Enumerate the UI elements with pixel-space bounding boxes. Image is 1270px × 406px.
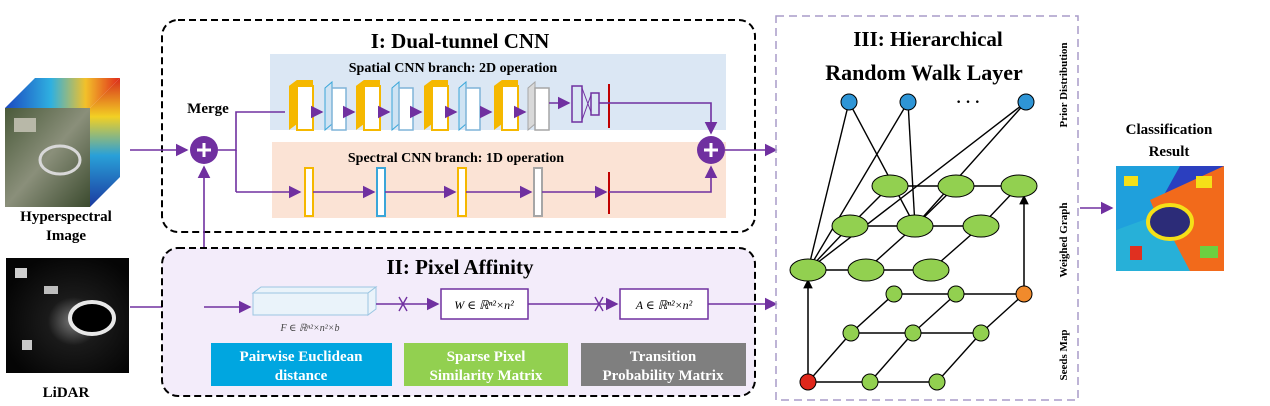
feature-tensor-f (251, 286, 378, 316)
sparse-line1: Sparse Pixel (447, 349, 526, 365)
seed-node (947, 285, 965, 303)
label-seeds-map: Seeds Map (1058, 329, 1070, 380)
matrix-a-box (619, 288, 709, 320)
conv1d-1 (304, 167, 314, 217)
pairwise-line1: Pairwise Euclidean (240, 349, 364, 365)
pairwise-distance-box (211, 343, 392, 386)
section-1-title: I: Dual-tunnel CNN (371, 29, 550, 53)
seed-node-labeled (799, 373, 817, 391)
output-label-2: Result (1149, 144, 1190, 160)
spatial-layers (289, 80, 610, 132)
transition-line2: Probability Matrix (603, 368, 724, 384)
output-label-1: Classification (1126, 122, 1213, 138)
spectral-branch-label: Spectral CNN branch: 1D operation (348, 151, 564, 166)
formula-f: F ∈ ℝⁿ²×n²×b (279, 323, 339, 334)
pool2d-1 (324, 80, 347, 132)
conv2d-2 (356, 80, 381, 131)
lidar-stadium (68, 300, 116, 336)
graph-node (789, 258, 827, 282)
seed-node (904, 324, 922, 342)
spatial-branch-label: Spatial CNN branch: 2D operation (349, 61, 558, 76)
pool2d-2 (391, 80, 414, 132)
merge-node-output (697, 136, 725, 164)
label-weighed-graph: Weighed Graph (1058, 203, 1070, 278)
transition-line1: Transition (630, 349, 697, 365)
section-1-box (161, 19, 756, 233)
fc-2d (571, 84, 610, 128)
graph-node (847, 258, 885, 282)
seed-node (861, 373, 879, 391)
section-2-title: II: Pixel Affinity (387, 255, 534, 279)
graph-node (871, 174, 909, 198)
flatten-1d (533, 167, 543, 217)
section-3-box (775, 15, 1079, 401)
hsi-label-1: Hyperspectral (20, 209, 112, 225)
graph-node (1000, 174, 1038, 198)
section-2-flow (204, 297, 778, 314)
seed-node (885, 285, 903, 303)
graph-edges (807, 101, 1027, 271)
seed-node (972, 324, 990, 342)
graph-node (831, 214, 869, 238)
seed-node (928, 373, 946, 391)
merge-node-input (190, 136, 218, 164)
lidar-image (6, 258, 129, 373)
classification-map (1116, 166, 1224, 271)
spectral-branch-bg (272, 142, 726, 218)
graph-nodes (789, 174, 1038, 282)
pairwise-line2: distance (275, 368, 328, 384)
matrix-w-box (440, 288, 529, 320)
formula-w: W ∈ ℝⁿ²×n² (454, 298, 514, 312)
prior-node (840, 93, 858, 111)
cube-side (90, 78, 120, 207)
conv2d-3 (424, 80, 449, 131)
prior-node (899, 93, 917, 111)
graph-node (912, 258, 950, 282)
stadium-class (1146, 203, 1194, 241)
pool1d-1 (376, 167, 386, 217)
transition-probability-box (581, 343, 746, 386)
section-3-title-2: Random Walk Layer (825, 60, 1023, 85)
sparse-similarity-box (404, 343, 568, 386)
seed-node (842, 324, 860, 342)
conv2d-1 (289, 80, 314, 131)
conv1d-2 (457, 167, 467, 217)
prior-nodes (840, 93, 1035, 111)
sparse-line2: Similarity Matrix (430, 368, 543, 384)
section-3-title-1: III: Hierarchical (853, 27, 1003, 51)
prior-ellipsis: · · · (956, 94, 980, 111)
lidar-label: LiDAR (43, 385, 90, 401)
formula-a: A ∈ ℝⁿ²×n² (635, 298, 693, 312)
stadium-shape (38, 144, 82, 176)
cube-top (5, 78, 120, 108)
seed-nodes (799, 285, 1033, 391)
flatten-2d (527, 80, 550, 132)
graph-node (962, 214, 1000, 238)
hsi-label-2: Image (46, 228, 86, 244)
graph-node (896, 214, 934, 238)
merge-label: Merge (187, 101, 229, 117)
conv2d-4 (494, 80, 519, 131)
graph-node (937, 174, 975, 198)
pool2d-3 (458, 80, 481, 132)
prior-node (1017, 93, 1035, 111)
cross-symbols (398, 296, 604, 312)
hyperspectral-cube (5, 78, 120, 207)
label-prior-distribution: Prior Distribution (1058, 42, 1070, 127)
seed-node-labeled (1015, 285, 1033, 303)
